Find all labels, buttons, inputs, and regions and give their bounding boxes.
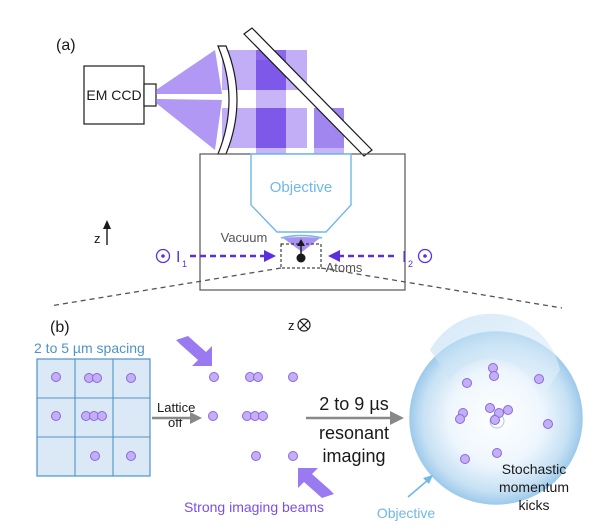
beam-lower-converge	[156, 99, 222, 150]
scattered-atoms	[455, 363, 553, 464]
imaging-line2: resonant	[319, 423, 389, 443]
scattered-atom	[489, 371, 499, 381]
scattered-atom	[492, 448, 502, 458]
strong-beam-arrow-top	[176, 336, 212, 366]
i1-polarization-circle	[155, 248, 171, 264]
panel-a-label: (a)	[56, 37, 76, 54]
atoms-label: Atoms	[326, 260, 363, 275]
camera-label: EM CCD	[86, 87, 141, 103]
scattered-atom	[485, 403, 495, 413]
atom-dot	[296, 253, 306, 263]
beam-i1: I 1	[155, 248, 276, 269]
objective-body	[250, 153, 352, 233]
scattered-atom	[455, 414, 465, 424]
z-into-page-cross-2	[299, 320, 309, 330]
beam-overlap-2	[256, 108, 286, 148]
objective-pointer-head	[423, 475, 433, 484]
atom-dipole	[296, 239, 306, 263]
panel-b-label: (b)	[50, 319, 70, 336]
z-label-b: z	[288, 318, 295, 333]
free-atom	[251, 451, 261, 461]
free-atom	[253, 372, 263, 382]
mirror-glass	[243, 27, 373, 157]
z-arrowhead-a	[103, 220, 111, 229]
scattered-atom	[534, 374, 544, 384]
imaging-arrowhead	[390, 411, 404, 425]
i1-symbol: I	[176, 249, 180, 266]
kicks-line3: kicks	[518, 497, 549, 513]
free-atom	[258, 411, 268, 421]
imaging-line3: imaging	[322, 446, 385, 466]
free-atom	[208, 411, 218, 421]
objective-inner-shading	[430, 313, 560, 400]
objective-a: Objective	[250, 153, 352, 252]
i1-polarization-dot	[161, 254, 165, 258]
camera-lens-mount	[143, 83, 157, 107]
objective-label-b: Objective	[377, 505, 436, 521]
i2-arrowhead	[328, 250, 340, 262]
lattice-off-arrow	[152, 412, 202, 424]
vacuum-label: Vacuum	[221, 230, 268, 245]
lattice-atom	[97, 411, 107, 421]
free-atom	[288, 372, 298, 382]
i1-arrowhead	[264, 250, 276, 262]
camera-body	[83, 65, 145, 125]
lattice-atom	[126, 373, 136, 383]
strong-beams-label: Strong imaging beams	[184, 499, 324, 515]
z-label-a: z	[94, 231, 101, 246]
beam-upper-converge	[156, 50, 222, 94]
strong-beam-arrow-bottom-shape	[298, 468, 334, 498]
objective-pointer-line	[407, 479, 429, 498]
scattered-atom	[543, 419, 553, 429]
mirror	[243, 27, 373, 157]
dipole-arrowhead	[297, 239, 305, 246]
free-atom	[209, 372, 219, 382]
free-atom	[288, 451, 298, 461]
imaging-line1: 2 to 9 µs	[319, 394, 388, 414]
i2-polarization-dot	[423, 254, 427, 258]
zoom-line-right	[320, 267, 563, 309]
i1-subscript: 1	[182, 259, 187, 269]
kicks-line1: Stochastic	[502, 461, 567, 477]
scattered-atom	[460, 454, 470, 464]
i2-polarization-circle	[417, 248, 433, 264]
spacing-label: 2 to 5 µm spacing	[34, 340, 145, 356]
lattice-atom	[126, 451, 136, 461]
lattice-atom	[51, 372, 61, 382]
scattered-atom	[503, 405, 513, 415]
em-ccd-camera: EM CCD	[83, 65, 157, 125]
i2-subscript: 2	[408, 259, 413, 269]
kicks-line2: momentum	[499, 479, 569, 495]
objective-front-lens	[280, 234, 323, 239]
objective-pointer	[407, 475, 433, 498]
strong-beam-arrow-top-shape	[176, 336, 212, 366]
lattice-atom	[51, 411, 61, 421]
lattice-atom	[92, 373, 102, 383]
scattered-atom	[490, 415, 500, 425]
beam-i2: I 2	[328, 248, 433, 269]
objective-label-a: Objective	[270, 179, 333, 196]
free-atoms	[208, 372, 298, 461]
lattice-off-line1: Lattice	[157, 400, 195, 415]
z-into-page-circle	[297, 318, 311, 332]
strong-beam-arrow-bottom	[298, 468, 334, 498]
zoom-line-left	[49, 267, 282, 307]
z-axis-a: z	[94, 220, 111, 246]
lattice-atoms	[51, 372, 136, 461]
i2-symbol: I	[402, 249, 406, 266]
imaging-arrow	[306, 411, 404, 425]
scattered-atom	[462, 378, 472, 388]
lattice-off-arrowhead	[190, 412, 202, 424]
z-axis-b: z	[288, 318, 311, 333]
lattice-atom	[90, 451, 100, 461]
